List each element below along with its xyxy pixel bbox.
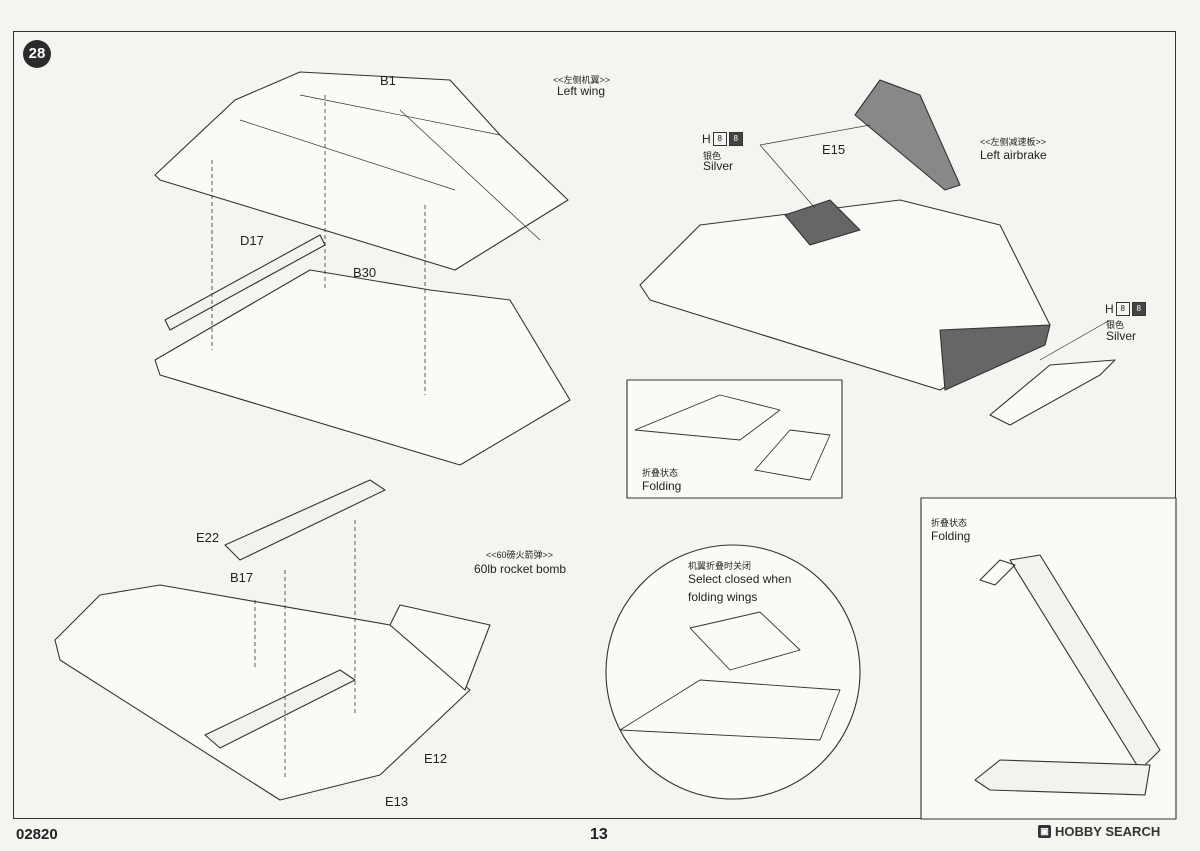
- watermark-brand: ▣ HOBBY SEARCH: [1038, 824, 1160, 839]
- part-label-b1: B1: [380, 73, 396, 88]
- rocket-upper: [224, 479, 386, 561]
- left-wing-label: Left wing: [557, 84, 606, 98]
- folding-label: Folding: [642, 479, 682, 493]
- paint-swatch: 8: [1115, 302, 1130, 316]
- page-frame: [13, 31, 1176, 819]
- paint-code: H: [702, 132, 711, 146]
- folding-cn-label: 折叠状态: [642, 468, 679, 478]
- product-code: 02820: [16, 826, 58, 843]
- detail-circle: [605, 544, 861, 800]
- airbrake-label: Left airbrake: [980, 148, 1047, 162]
- paint-swatch: 8: [712, 132, 727, 146]
- part-label-e12: E12: [424, 751, 448, 766]
- wing-top-part: [154, 71, 569, 271]
- brand-text: HOBBY SEARCH: [1055, 824, 1161, 839]
- brand-logo-icon: ▣: [1038, 825, 1051, 838]
- rocket-label: 60lb rocket bomb: [474, 562, 567, 576]
- wing-fold-part: [389, 604, 491, 691]
- page-number: 13: [590, 826, 608, 843]
- folding-cn-label: 折叠状态: [931, 518, 968, 528]
- step-number-badge: 28: [23, 40, 51, 68]
- select-label-line1: Select closed when: [688, 572, 792, 586]
- folded-wing-part: [1009, 554, 1161, 771]
- wing-underside-part: [54, 584, 471, 801]
- folding-inset-box: [626, 379, 843, 499]
- folding-label: Folding: [931, 529, 971, 543]
- silver-cn-label: 银色: [703, 151, 722, 161]
- paint-chip-right: H 8 8: [1105, 302, 1146, 316]
- airbrake-bay: [784, 199, 861, 246]
- part-label-b17: B17: [230, 570, 254, 585]
- wing-tip-part: [989, 359, 1116, 426]
- rocket-cn-label: <<60磅火箭弹>>: [486, 550, 554, 560]
- rocket-lower: [204, 669, 356, 749]
- left-wing-cn-label: <<左侧机翼>>: [553, 75, 611, 85]
- airbrake-part: [854, 79, 961, 191]
- select-label-line2: folding wings: [688, 590, 758, 604]
- part-label-e15: E15: [822, 142, 846, 157]
- wing-bottom-part: [154, 269, 571, 466]
- paint-swatch-dark: 8: [1131, 302, 1146, 316]
- part-label-b30: B30: [353, 265, 377, 280]
- paint-code: H: [1105, 302, 1114, 316]
- select-cn-label: 机翼折叠时关闭: [688, 561, 752, 571]
- part-label-d17: D17: [240, 233, 264, 248]
- part-label-e13: E13: [385, 794, 409, 809]
- part-label-e22: E22: [196, 530, 220, 545]
- silver-cn-label: 银色: [1106, 320, 1125, 330]
- paint-chip-top: H 8 8: [702, 132, 743, 146]
- paint-swatch-dark: 8: [728, 132, 743, 146]
- airbrake-cn-label: <<左侧减速板>>: [980, 137, 1047, 147]
- silver-label: Silver: [1106, 329, 1137, 343]
- silver-label: Silver: [703, 159, 734, 173]
